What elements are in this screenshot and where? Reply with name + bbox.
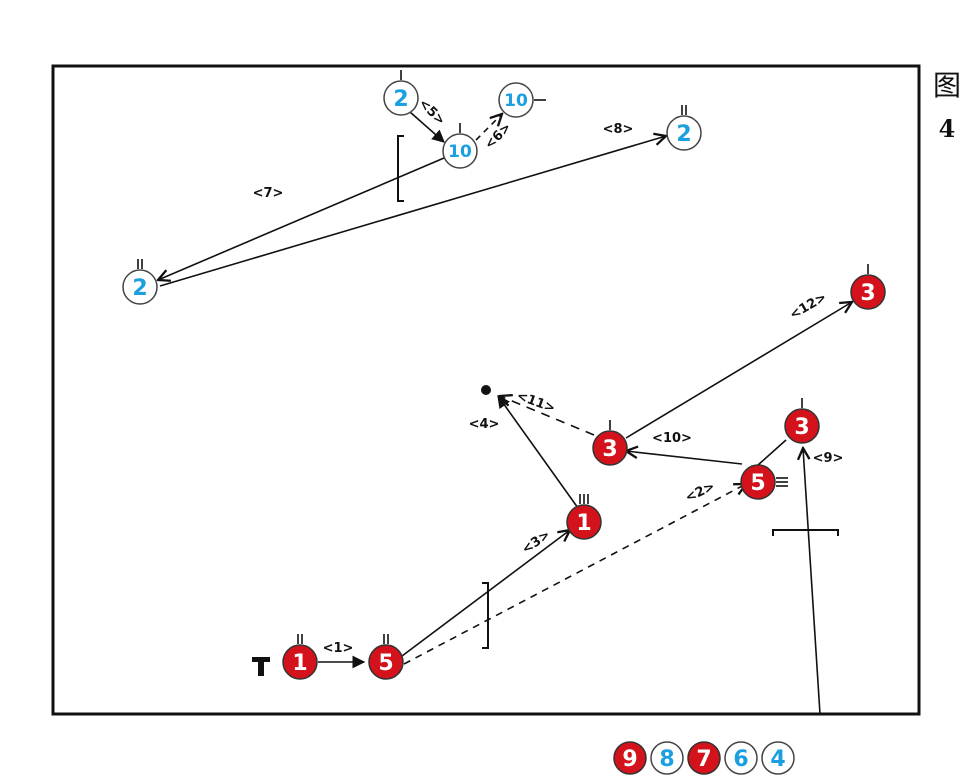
bench-token-red: 7 [687, 741, 721, 775]
screen-bracket-bottom [482, 582, 489, 649]
player-token-blue: 2 [383, 70, 419, 116]
step-label-10: <10> [652, 431, 692, 446]
figure-char: 图 [932, 69, 961, 102]
player-number: 2 [676, 122, 691, 147]
player-token-red: 3 [850, 264, 886, 310]
move-line-12 [625, 302, 852, 439]
player-token-red: 5 [740, 464, 788, 500]
bench-number: 7 [696, 747, 711, 772]
screen-bracket-right [772, 529, 839, 536]
bench-number: 6 [733, 747, 748, 772]
player-token-blue: 10 [498, 82, 546, 118]
move-line-7 [158, 157, 445, 280]
bench-token-blue: 8 [650, 741, 684, 775]
player-number: 1 [292, 651, 307, 676]
bench-number: 4 [770, 747, 785, 772]
bench-token-blue: 4 [761, 741, 795, 775]
ball-target-dot [481, 385, 491, 395]
player-number: 1 [576, 511, 591, 536]
move-line-5 [409, 111, 445, 143]
move-line-8 [159, 136, 666, 287]
player-token-red: 3 [592, 420, 628, 466]
move-line-4 [497, 394, 579, 509]
step-label-12: <12> [787, 290, 829, 323]
step-label-7: <7> [253, 186, 284, 201]
player-number: 2 [132, 276, 147, 301]
player-number: 3 [794, 415, 809, 440]
player-number: 5 [378, 651, 393, 676]
figure-number: 4 [938, 114, 956, 143]
bench-number: 9 [622, 747, 637, 772]
player-number: 3 [860, 281, 875, 306]
step-label-4: <4> [469, 417, 500, 432]
player-number: 5 [750, 471, 765, 496]
step-label-2: <2> [683, 479, 717, 506]
player-token-red: 1 [282, 634, 318, 680]
bench-token-red: 9 [613, 741, 647, 775]
move-line-9 [803, 448, 821, 715]
step-label-8: <8> [603, 122, 634, 137]
player-number: 10 [448, 142, 472, 162]
player-number: 10 [504, 91, 528, 111]
move-line-11 [500, 396, 595, 436]
step-label-1: <1> [323, 641, 354, 656]
player-token-blue: 2 [666, 105, 702, 151]
move-line-3 [401, 530, 570, 657]
player-number: 2 [393, 87, 408, 112]
move-line-10 [626, 451, 743, 465]
bench-number: 8 [659, 747, 674, 772]
player-token-blue: 10 [442, 123, 478, 169]
move-line-5-3 [757, 439, 787, 466]
player-number: 3 [602, 437, 617, 462]
start-t-mark [252, 657, 270, 676]
step-label-3: <3> [519, 527, 553, 557]
screen-bracket-top [397, 135, 404, 202]
player-token-red: 1 [566, 494, 602, 540]
player-token-blue: 2 [122, 259, 158, 305]
step-label-9: <9> [813, 451, 844, 466]
player-token-red: 3 [784, 398, 820, 444]
court-boundary [51, 64, 921, 716]
step-label-6: <6> [482, 120, 514, 152]
bench-token-blue: 6 [724, 741, 758, 775]
step-label-11: <11> [515, 389, 558, 417]
step-label-5: <5> [415, 96, 447, 128]
player-token-red: 5 [368, 634, 404, 680]
